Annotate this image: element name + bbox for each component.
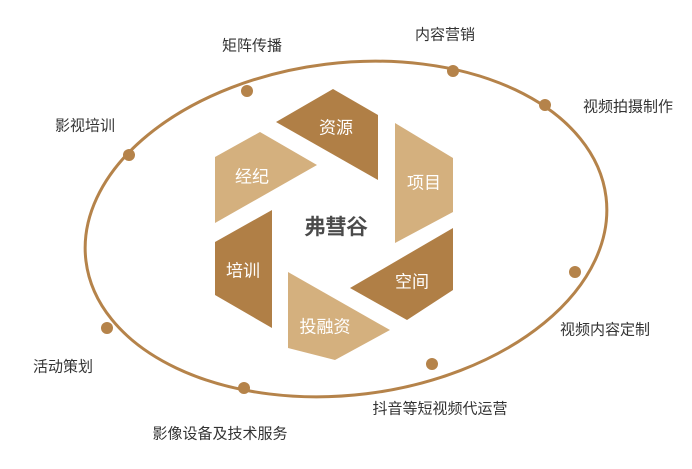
- segment-label-projects: 项目: [407, 173, 441, 194]
- segment-investment: [288, 272, 390, 360]
- service-label: 视频内容定制: [559, 320, 651, 339]
- service-label: 影视培训: [54, 116, 116, 135]
- orbit-ellipse: [83, 59, 609, 399]
- segment-label-brokerage: 经纪: [235, 167, 269, 188]
- orbit-dot: [569, 266, 581, 278]
- orbit-dots: [101, 65, 581, 394]
- service-label: 活动策划: [32, 357, 94, 376]
- orbit-dot: [101, 322, 113, 334]
- service-label: 视频拍摄制作: [582, 97, 674, 116]
- service-label: 矩阵传播: [221, 36, 283, 55]
- service-label: 抖音等短视频代运营: [372, 399, 508, 418]
- segment-training: [215, 210, 272, 328]
- segment-projects: [395, 123, 453, 243]
- orbit-dot: [123, 149, 135, 161]
- orbit-dot: [447, 65, 459, 77]
- orbit-dot: [539, 99, 551, 111]
- service-label: 影像设备及技术服务: [152, 424, 288, 443]
- segment-brokerage: [215, 132, 317, 223]
- service-label: 内容营销: [414, 25, 476, 44]
- segment-label-resources: 资源: [319, 118, 353, 139]
- center-title: 弗彗谷: [304, 215, 368, 239]
- segment-resources: [276, 89, 378, 180]
- orbit-dot: [426, 358, 438, 370]
- segment-label-investment: 投融资: [299, 317, 351, 338]
- orbit-dot: [241, 85, 253, 97]
- segment-label-training: 培训: [226, 261, 260, 282]
- segment-space: [350, 228, 453, 320]
- orbit-dot: [238, 382, 250, 394]
- segment-label-space: 空间: [395, 272, 429, 293]
